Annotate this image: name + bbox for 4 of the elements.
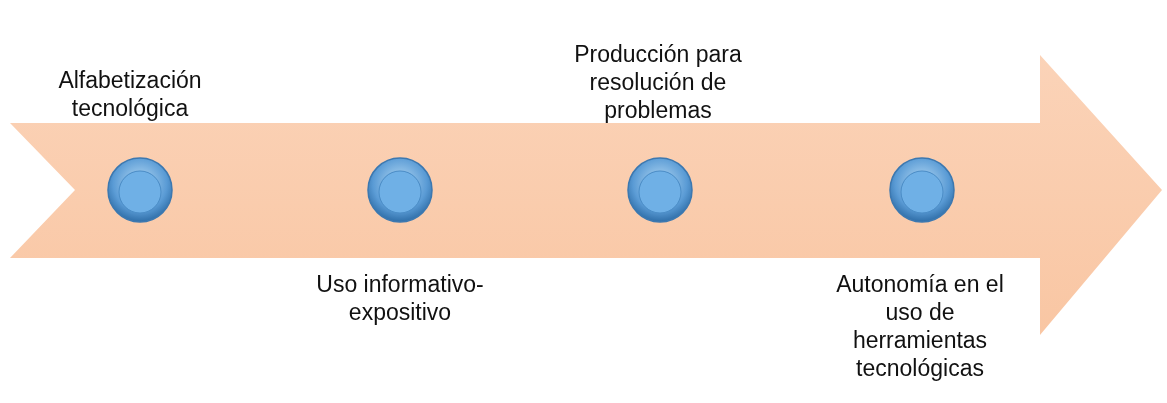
milestone-label: Producción para resolución de problemas (573, 40, 743, 124)
milestone-label: Uso informativo-expositivo (315, 270, 485, 326)
milestone-label: Autonomía en el uso de herramientas tecnológicas (835, 270, 1005, 382)
milestone-label: Alfabetización tecnológica (57, 66, 203, 122)
